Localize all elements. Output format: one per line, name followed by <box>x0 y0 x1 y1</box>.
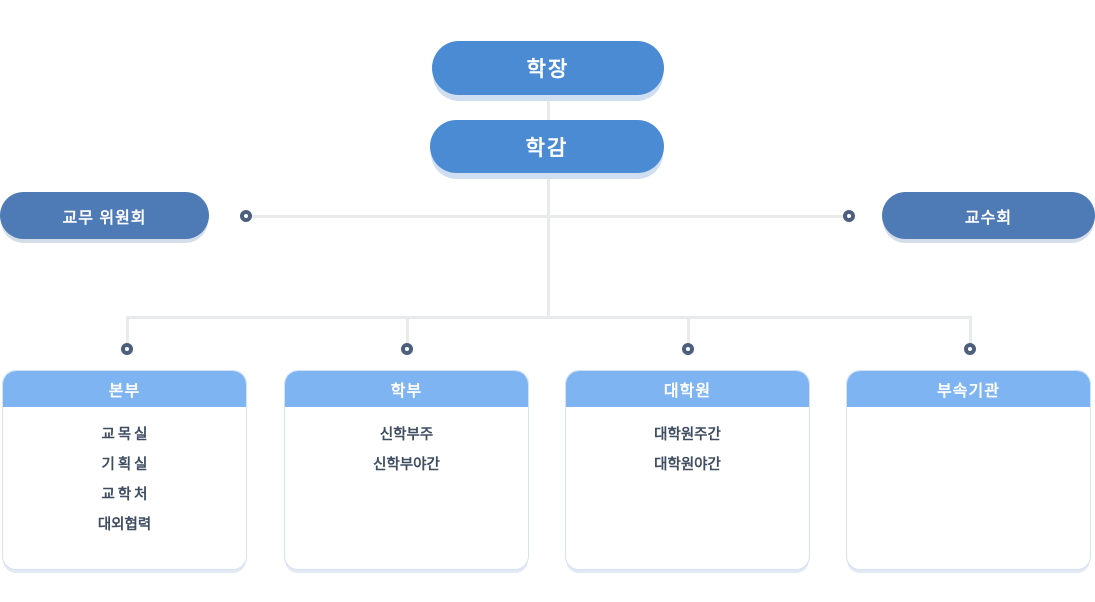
node-academic-committee-label: 교무 위원회 <box>62 209 147 227</box>
unit-item: 교학처 <box>101 487 151 503</box>
connector-dot-left-committee <box>240 210 252 222</box>
connector-dot-right-faculty <box>843 210 855 222</box>
unit-item: 교목실 <box>101 427 151 443</box>
unit-header-label: 학부 <box>390 383 423 400</box>
connector-right-faculty <box>547 215 850 218</box>
unit-box-affiliated-institutions[interactable]: 부속기관 <box>846 370 1091 570</box>
connector-dot-unit-3 <box>682 343 694 355</box>
unit-body-undergraduate: 신학부주 신학부야간 <box>285 407 528 480</box>
connector-drop-1 <box>126 316 129 350</box>
connector-deputy-trunk <box>547 173 550 318</box>
unit-header-headquarters: 본부 <box>3 371 246 407</box>
connector-dot-unit-4 <box>964 343 976 355</box>
connector-branch-bus <box>126 316 971 319</box>
unit-item: 대외협력 <box>97 517 152 533</box>
unit-header-label: 부속기관 <box>937 383 1000 400</box>
connector-left-committee <box>246 215 549 218</box>
connector-dot-unit-1 <box>121 343 133 355</box>
unit-header-label: 본부 <box>108 383 141 400</box>
unit-box-undergraduate[interactable]: 학부 신학부주 신학부야간 <box>284 370 529 570</box>
node-faculty-council-label: 교수회 <box>964 209 1013 227</box>
unit-item: 기획실 <box>101 457 151 473</box>
node-deputy[interactable]: 학감 <box>430 120 664 173</box>
connector-drop-4 <box>969 316 972 350</box>
unit-body-affiliated-institutions <box>847 407 1090 420</box>
node-deputy-label: 학감 <box>525 136 569 160</box>
unit-item: 신학부주 <box>379 427 434 443</box>
unit-header-affiliated-institutions: 부속기관 <box>847 371 1090 407</box>
unit-box-graduate-school[interactable]: 대학원 대학원주간 대학원야간 <box>565 370 810 570</box>
node-chief-label: 학장 <box>526 58 570 81</box>
unit-header-label: 대학원 <box>663 383 712 400</box>
unit-item: 대학원주간 <box>654 427 721 443</box>
unit-box-headquarters[interactable]: 본부 교목실 기획실 교학처 대외협력 <box>2 370 247 570</box>
unit-header-graduate-school: 대학원 <box>566 371 809 407</box>
connector-chief-to-deputy <box>547 95 550 120</box>
unit-header-undergraduate: 학부 <box>285 371 528 407</box>
unit-item: 대학원야간 <box>654 457 721 473</box>
unit-item: 신학부야간 <box>373 457 440 473</box>
node-academic-committee[interactable]: 교무 위원회 <box>0 192 209 239</box>
node-faculty-council[interactable]: 교수회 <box>882 192 1095 239</box>
connector-drop-2 <box>406 316 409 350</box>
node-chief[interactable]: 학장 <box>432 41 664 95</box>
unit-body-graduate-school: 대학원주간 대학원야간 <box>566 407 809 480</box>
connector-drop-3 <box>687 316 690 350</box>
unit-body-headquarters: 교목실 기획실 교학처 대외협력 <box>3 407 246 540</box>
connector-dot-unit-2 <box>401 343 413 355</box>
